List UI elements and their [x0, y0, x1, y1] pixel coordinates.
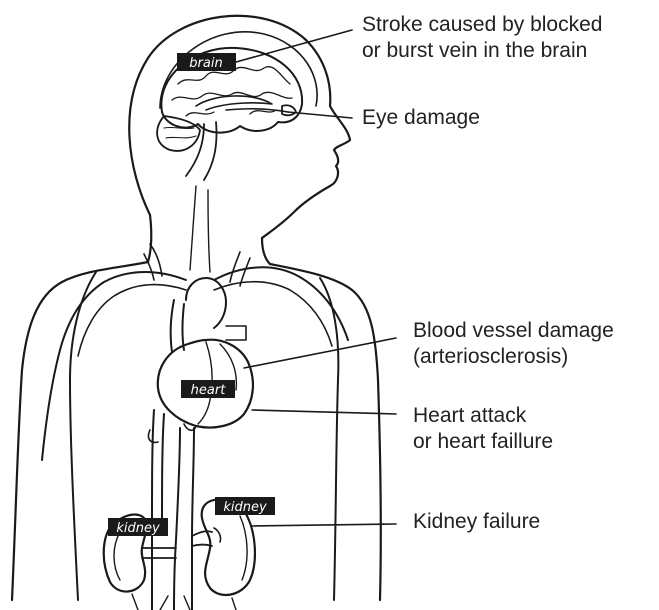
torso-right — [270, 264, 381, 600]
callout-heart-attack-line1: Heart attack — [413, 403, 553, 429]
callout-vessel-line2: (arteriosclerosis) — [413, 344, 614, 370]
vena-cava-lower — [152, 410, 164, 610]
subclavian-right-2 — [214, 282, 332, 346]
aorta-arch — [186, 278, 226, 328]
callout-heart-attack-line2: or heart faillure — [413, 429, 553, 455]
vena-cava-upper — [171, 300, 184, 352]
callout-eye-line1: Eye damage — [362, 105, 480, 131]
brain-gyri — [172, 67, 292, 116]
neck-right — [262, 238, 270, 264]
callout-stroke-line1: Stroke caused by blocked — [362, 12, 602, 38]
tag-kidney-left: kidney — [108, 518, 168, 536]
descending-aorta — [174, 428, 194, 610]
tag-brain-text: brain — [189, 56, 222, 71]
tag-brain: brain — [177, 53, 236, 71]
brain-stem — [186, 122, 217, 180]
callout-vessel: Blood vessel damage (arteriosclerosis) — [413, 318, 614, 370]
ureters — [132, 594, 236, 610]
renal-vessel-right — [214, 528, 221, 542]
tag-kidney-left-text: kidney — [116, 521, 160, 536]
callout-eye: Eye damage — [362, 105, 480, 131]
callout-stroke: Stroke caused by blocked or burst vein i… — [362, 12, 602, 64]
callout-kidney: Kidney failure — [413, 509, 540, 535]
leader-vessel — [244, 338, 396, 368]
arm-left-inner — [70, 272, 96, 600]
neck-left — [148, 215, 151, 262]
tag-heart-text: heart — [191, 383, 227, 398]
leader-kidney — [252, 524, 396, 526]
callout-stroke-line2: or burst vein in the brain — [362, 38, 602, 64]
kidney-right-inner — [240, 516, 247, 580]
cerebellum-folds — [164, 127, 196, 138]
torso-left — [12, 262, 148, 600]
vessel-knot — [148, 424, 196, 442]
callout-vessel-line1: Blood vessel damage — [413, 318, 614, 344]
tag-heart: heart — [181, 380, 235, 398]
eye — [282, 105, 296, 115]
callout-heart-attack: Heart attack or heart faillure — [413, 403, 553, 455]
callout-kidney-line1: Kidney failure — [413, 509, 540, 535]
subclavian-left — [42, 272, 186, 460]
arm-right-inner — [320, 278, 338, 600]
tag-kidney-right: kidney — [215, 497, 275, 515]
leader-stroke — [236, 30, 352, 62]
tag-kidney-right-text: kidney — [223, 500, 267, 515]
trachea — [190, 186, 210, 272]
leader-heart-attack — [252, 410, 396, 414]
kidney-left-inner — [114, 532, 120, 580]
corpus-callosum — [196, 96, 272, 110]
cerebellum — [157, 116, 200, 151]
subclavian-left-2 — [78, 285, 186, 356]
aortic-branch — [226, 326, 246, 340]
